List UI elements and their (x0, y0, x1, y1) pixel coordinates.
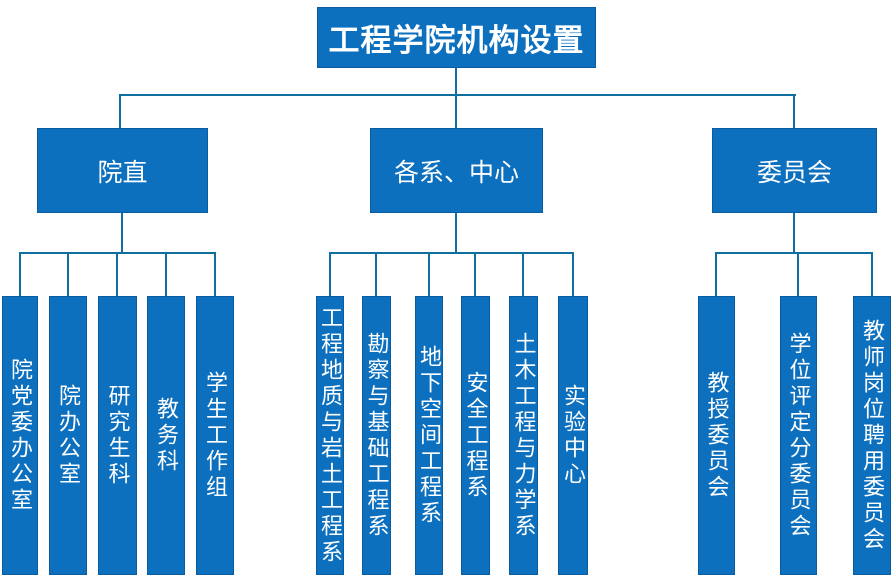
node-group-committees-label: 委员会 (756, 158, 832, 187)
connector-line (329, 252, 331, 296)
node-group-departments-centers: 各系、中心 (370, 128, 543, 213)
node-group-committees: 委员会 (712, 128, 877, 213)
node-college-office: 院办公室 (49, 296, 87, 575)
connector-line (871, 252, 873, 296)
org-chart-title: 工程学院机构设置 (317, 7, 596, 68)
node-academic-affairs-section-label: 教务科 (154, 396, 179, 475)
node-safety-engineering-dept: 安全工程系 (461, 296, 490, 575)
connector-line (121, 213, 123, 253)
connector-line (329, 252, 574, 254)
node-underground-space-dept: 地下空间工程系 (415, 296, 443, 575)
node-graduate-section: 研究生科 (98, 296, 137, 575)
connector-line (522, 252, 524, 296)
node-engineering-geology-geotech-dept: 工程地质与岩土工程系 (316, 296, 344, 575)
connector-line (119, 94, 121, 128)
node-student-work-group: 学生工作组 (196, 296, 234, 575)
connector-line (793, 213, 795, 253)
node-academic-affairs-section: 教务科 (147, 296, 185, 575)
connector-line (793, 94, 795, 128)
connector-line (797, 252, 799, 296)
node-degree-evaluation-subcommittee-label: 学位评定分委员会 (786, 331, 812, 540)
node-teacher-employment-committee: 教师岗位聘用委员会 (853, 296, 891, 575)
node-teacher-employment-committee-label: 教师岗位聘用委员会 (860, 318, 885, 553)
node-experiment-center-label: 实验中心 (561, 383, 586, 488)
node-party-committee-office: 院党委办公室 (2, 296, 38, 575)
connector-line (119, 94, 796, 96)
connector-line (214, 252, 216, 296)
node-degree-evaluation-subcommittee: 学位评定分委员会 (780, 296, 817, 575)
connector-line (715, 252, 717, 296)
connector-line (165, 252, 167, 296)
connector-line (455, 213, 457, 253)
node-experiment-center: 实验中心 (558, 296, 588, 575)
connector-line (19, 252, 21, 296)
node-engineering-geology-geotech-dept-label: 工程地质与岩土工程系 (318, 305, 343, 566)
node-student-work-group-label: 学生工作组 (203, 370, 228, 501)
connector-line (455, 94, 457, 128)
org-chart-title-label: 工程学院机构设置 (328, 23, 585, 58)
node-professors-committee: 教授委员会 (698, 296, 735, 575)
node-group-direct-label: 院直 (97, 158, 148, 187)
connector-line (474, 252, 476, 296)
node-survey-foundation-dept-label: 勘察与基础工程系 (364, 331, 390, 540)
connector-line (428, 252, 430, 296)
node-graduate-section-label: 研究生科 (105, 383, 131, 488)
node-college-office-label: 院办公室 (56, 383, 81, 488)
node-party-committee-office-label: 院党委办公室 (8, 357, 33, 514)
node-safety-engineering-dept-label: 安全工程系 (463, 370, 489, 501)
connector-line (455, 68, 457, 96)
node-civil-mechanics-dept: 土木工程与力学系 (509, 296, 538, 575)
node-survey-foundation-dept: 勘察与基础工程系 (362, 296, 391, 575)
node-group-direct: 院直 (37, 128, 208, 213)
connector-line (375, 252, 377, 296)
node-professors-committee-label: 教授委员会 (704, 370, 730, 501)
connector-line (116, 252, 118, 296)
connector-line (572, 252, 574, 296)
connector-line (67, 252, 69, 296)
connector-line (715, 252, 871, 254)
node-group-departments-centers-label: 各系、中心 (393, 158, 519, 187)
node-civil-mechanics-dept-label: 土木工程与力学系 (511, 331, 537, 540)
node-underground-space-dept-label: 地下空间工程系 (417, 344, 442, 527)
